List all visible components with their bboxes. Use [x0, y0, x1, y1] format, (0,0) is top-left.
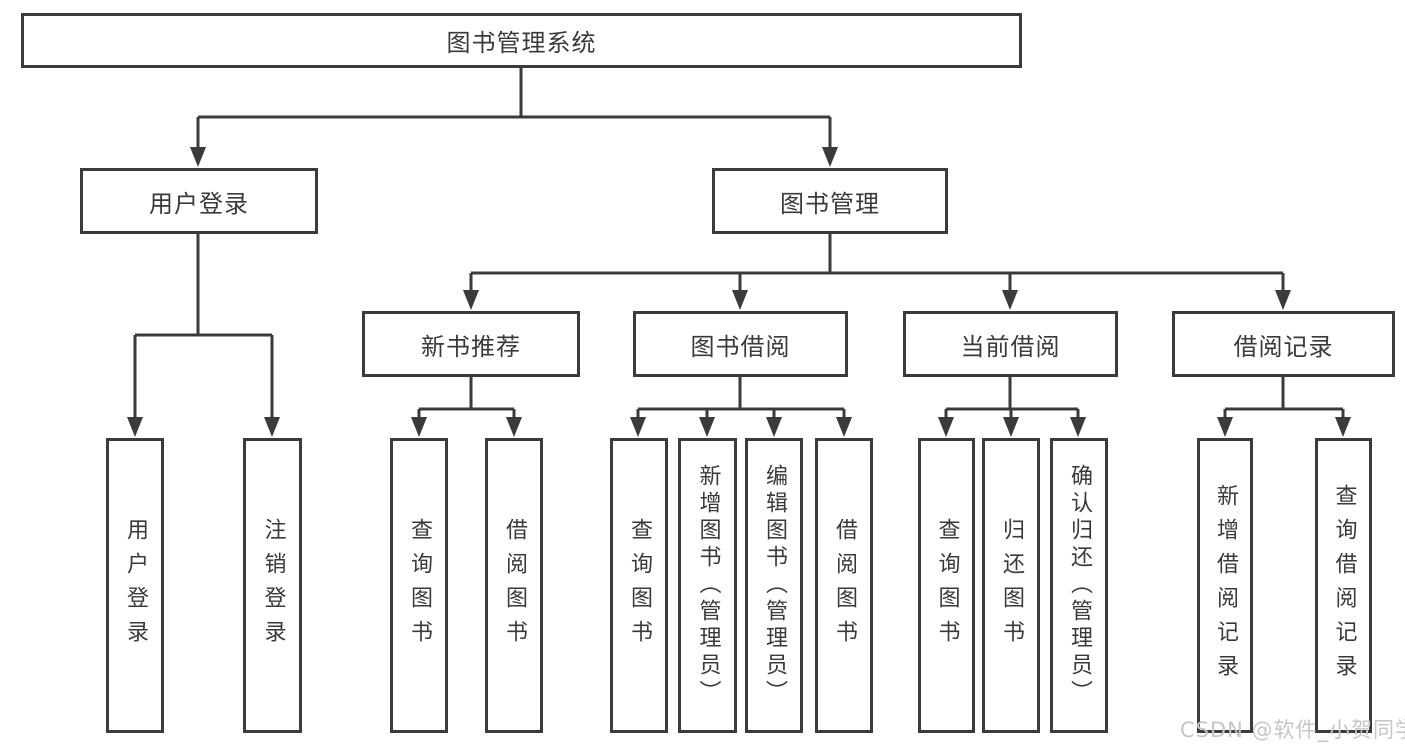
- watermark-text: CSDN @软件_小贺同学: [1180, 718, 1405, 742]
- node-current-borrowing: 当前借阅: [903, 311, 1118, 377]
- node-leaf-confirm-return-admin: 确认归还（管理员）: [1050, 438, 1108, 733]
- arrowheads: [127, 147, 1351, 437]
- node-book-borrowing: 图书借阅: [633, 311, 848, 377]
- node-leaf-return-books: 归还图书: [982, 438, 1040, 733]
- node-library-system: 图书管理系统: [21, 13, 1022, 68]
- node-leaf-add-borrow-record: 新增借阅记录: [1197, 438, 1253, 733]
- node-leaf-logout: 注销登录: [243, 438, 302, 733]
- node-leaf-add-books-admin: 新增图书（管理员）: [678, 438, 737, 733]
- node-book-management: 图书管理: [712, 168, 948, 234]
- node-leaf-borrow-books: 借阅图书: [815, 438, 873, 733]
- node-user-login: 用户登录: [80, 168, 318, 234]
- node-borrowing-records: 借阅记录: [1172, 311, 1395, 377]
- node-leaf-query-borrow-record: 查询借阅记录: [1315, 438, 1372, 733]
- node-new-book-recommendation: 新书推荐: [362, 311, 580, 377]
- node-leaf-edit-books-admin: 编辑图书（管理员）: [745, 438, 803, 733]
- node-leaf-query-books-borrowing: 查询图书: [610, 438, 668, 733]
- node-leaf-borrow-books-recommend: 借阅图书: [485, 438, 543, 733]
- connector-stems: [133, 68, 1345, 422]
- node-leaf-query-books-recommend: 查询图书: [390, 438, 448, 733]
- node-leaf-query-books-current: 查询图书: [918, 438, 975, 733]
- node-leaf-user-login: 用户登录: [106, 438, 164, 733]
